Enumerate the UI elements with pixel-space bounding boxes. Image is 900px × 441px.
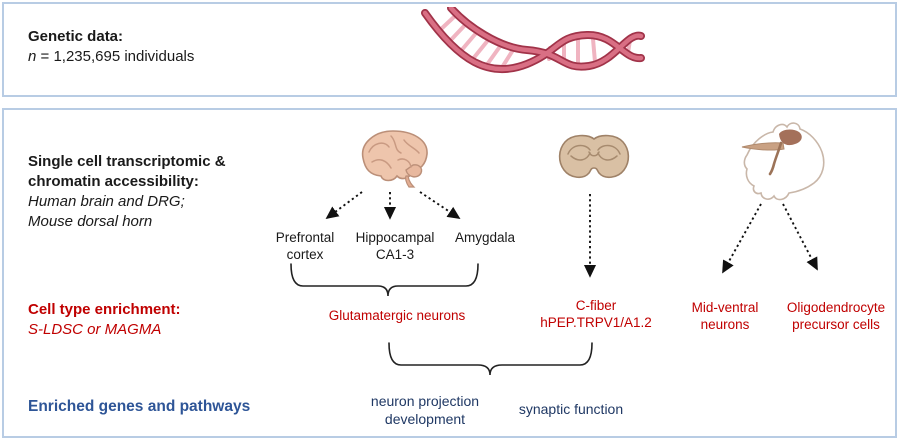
opc-line2: precursor cells (792, 317, 880, 332)
synaptic-function-line1: synaptic function (518, 401, 624, 417)
coronal-brain-slice-icon (558, 134, 630, 179)
prefrontal-line1: Prefrontal (275, 230, 335, 245)
single-cell-title-line2: chromatin accessibility: (28, 173, 199, 190)
hippocampal-line1: Hippocampal (355, 230, 435, 245)
label-prefrontal-cortex: Prefrontal cortex (276, 229, 335, 263)
opc-line1: Oligodendrocyte (786, 300, 886, 315)
amygdala-line1: Amygdala (454, 230, 516, 245)
single-cell-title-line1: Single cell transcriptomic & (28, 153, 226, 170)
dna-double-helix-icon (421, 7, 645, 74)
single-cell-panel: Single cell transcriptomic & chromatin a… (2, 108, 897, 438)
single-cell-header: Single cell transcriptomic & chromatin a… (28, 152, 226, 232)
mouse-with-spinal-cord-icon (741, 122, 825, 201)
prefrontal-line2: cortex (286, 247, 324, 262)
cell-type-enrichment-header: Cell type enrichment: S-LDSC or MAGMA (28, 300, 181, 340)
genetic-data-title: Genetic data: (28, 28, 124, 45)
cell-type-enrichment-method: S-LDSC or MAGMA (28, 321, 162, 338)
human-brain-icon (361, 130, 428, 188)
cell-type-enrichment-title: Cell type enrichment: (28, 301, 181, 318)
label-glutamatergic-neurons: Glutamatergic neurons (329, 307, 466, 324)
genetic-data-panel: Genetic data: n = 1,235,695 individuals (2, 2, 897, 97)
single-cell-subtitle-line1: Human brain and DRG; (28, 193, 185, 210)
cfiber-line2: hPEP.TRPV1/A1.2 (540, 315, 652, 330)
glutamatergic-line1: Glutamatergic neurons (328, 308, 466, 323)
single-cell-subtitle-line2: Mouse dorsal horn (28, 213, 153, 230)
midventral-line2: neurons (700, 317, 750, 332)
label-midventral-neurons: Mid-ventral neurons (692, 299, 759, 333)
enriched-genes-pathways-title: Enriched genes and pathways (28, 398, 251, 415)
midventral-line1: Mid-ventral (691, 300, 759, 315)
label-oligodendrocyte-precursor-cells: Oligodendrocyte precursor cells (787, 299, 885, 333)
genetic-data-header: Genetic data: n = 1,235,695 individuals (28, 27, 194, 67)
genetic-data-n: n = 1,235,695 individuals (28, 47, 194, 67)
label-amygdala: Amygdala (455, 229, 515, 246)
n-value: = 1,235,695 individuals (36, 48, 195, 65)
label-neuron-projection-development: neuron projection development (371, 392, 479, 428)
hippocampal-line2: CA1-3 (375, 247, 415, 262)
label-cfiber: C-fiber hPEP.TRPV1/A1.2 (540, 297, 652, 331)
neuron-projection-line2: development (384, 411, 466, 427)
neuron-projection-line1: neuron projection (370, 393, 480, 409)
n-symbol: n (28, 48, 37, 65)
cfiber-line1: C-fiber (575, 298, 617, 313)
label-hippocampal-ca1-3: Hippocampal CA1-3 (356, 229, 435, 263)
label-synaptic-function: synaptic function (519, 400, 623, 418)
